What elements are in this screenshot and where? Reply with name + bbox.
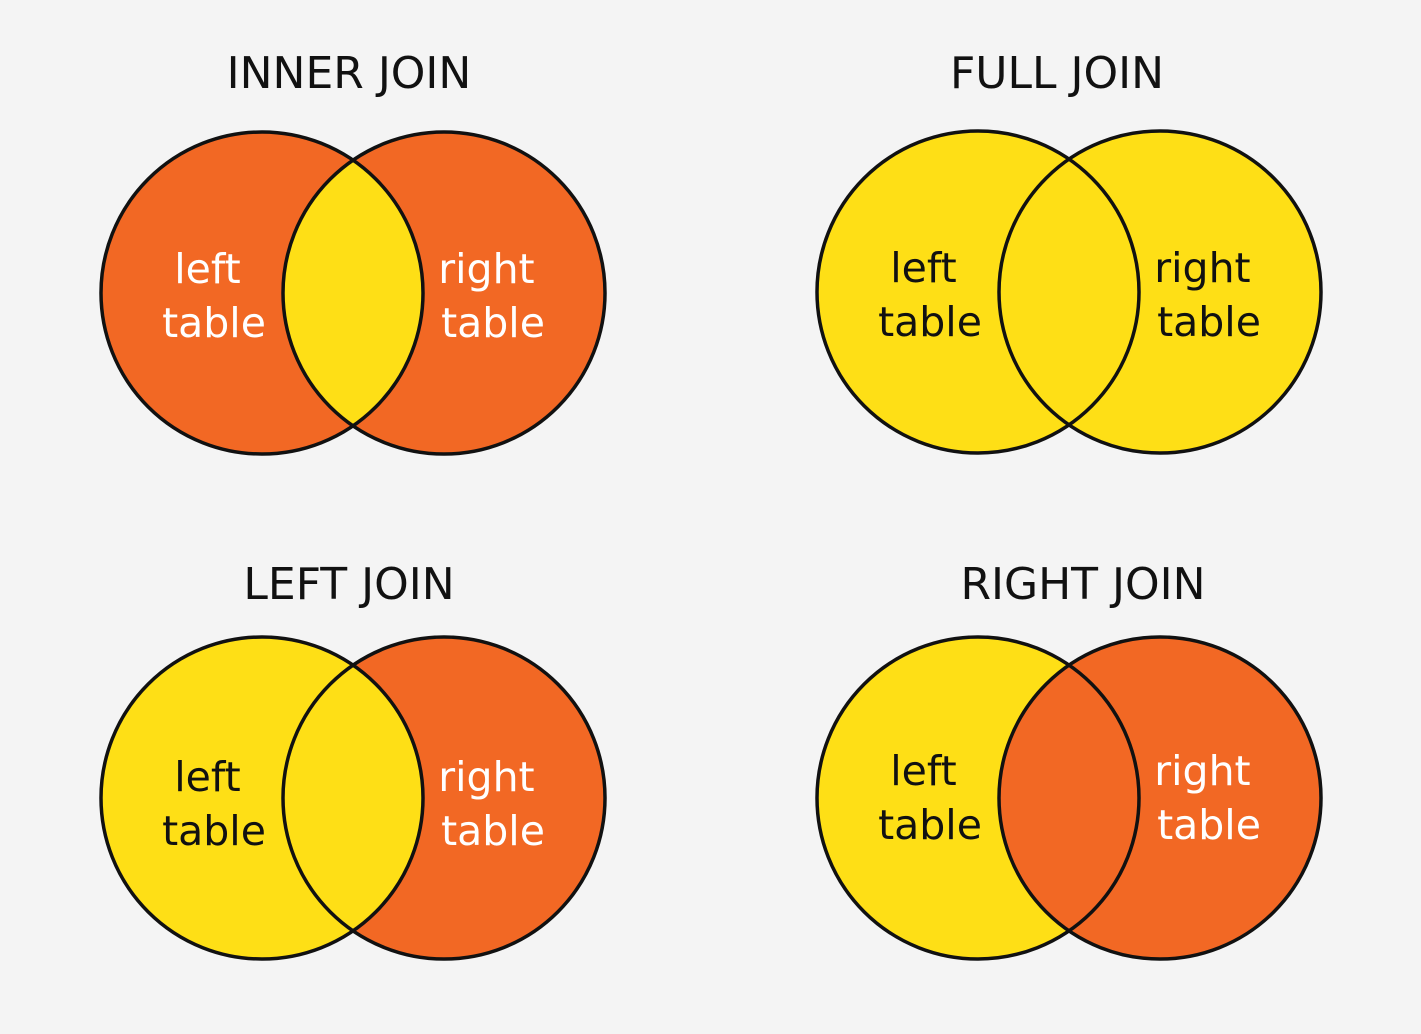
diagram-title: LEFT JOIN <box>243 559 454 610</box>
left-table-circle <box>815 635 1141 961</box>
region-overlap <box>283 160 423 426</box>
region-right-only <box>353 132 605 454</box>
left-table-label: left table <box>162 753 266 855</box>
right-table-label: right table <box>1154 747 1263 849</box>
right-label-line-1: right <box>1154 747 1250 795</box>
region-left-only <box>817 131 1069 453</box>
left-table-circle <box>99 130 425 456</box>
diagram-title: FULL JOIN <box>950 48 1164 99</box>
left-label-line-1: left <box>174 245 240 293</box>
region-overlap <box>999 665 1139 931</box>
venn <box>99 130 607 456</box>
right-table-circle <box>997 635 1323 961</box>
left-table-label: left table <box>162 245 266 347</box>
left-table-circle <box>815 129 1141 455</box>
right-label-line-2: table <box>441 299 545 347</box>
right-label-line-2: table <box>1157 298 1261 346</box>
left-label-line-2: table <box>878 801 982 849</box>
left-table-label: left table <box>878 244 982 346</box>
right-label-line-2: table <box>441 807 545 855</box>
region-overlap <box>283 665 423 931</box>
region-left-only <box>817 637 1069 959</box>
right-label-line-2: table <box>1157 801 1261 849</box>
left-table-label: left table <box>878 747 982 849</box>
right-label-line-1: right <box>1154 244 1250 292</box>
right-table-circle <box>997 129 1323 455</box>
left-label-line-2: table <box>162 299 266 347</box>
region-right-only <box>353 637 605 959</box>
right-table-label: right table <box>1154 244 1263 346</box>
left-label-line-1: left <box>174 753 240 801</box>
region-left-only <box>101 637 354 959</box>
diagram-title: INNER JOIN <box>227 48 472 99</box>
region-overlap <box>999 159 1139 425</box>
right-table-label: right table <box>438 753 547 855</box>
right-label-line-1: right <box>438 753 534 801</box>
left-table-circle <box>99 635 425 961</box>
left-label-line-2: table <box>162 807 266 855</box>
right-label-line-1: right <box>438 245 534 293</box>
left-label-line-1: left <box>890 244 956 292</box>
region-right-only <box>1069 131 1321 453</box>
venn <box>815 129 1323 455</box>
panel-left-join: LEFT JOIN left table right table <box>99 559 607 961</box>
panel-full-join: FULL JOIN left table right table <box>815 48 1323 455</box>
right-table-circle <box>281 635 607 961</box>
venn <box>815 635 1323 961</box>
region-right-only <box>1069 637 1321 959</box>
panel-right-join: RIGHT JOIN left table right table <box>815 559 1323 961</box>
right-table-label: right table <box>438 245 547 347</box>
right-table-circle <box>281 130 607 456</box>
venn <box>99 635 607 961</box>
diagram-title: RIGHT JOIN <box>960 559 1205 610</box>
left-label-line-1: left <box>890 747 956 795</box>
panel-inner-join: INNER JOIN left table right table <box>99 48 607 456</box>
region-left-only <box>101 132 354 454</box>
left-label-line-2: table <box>878 298 982 346</box>
